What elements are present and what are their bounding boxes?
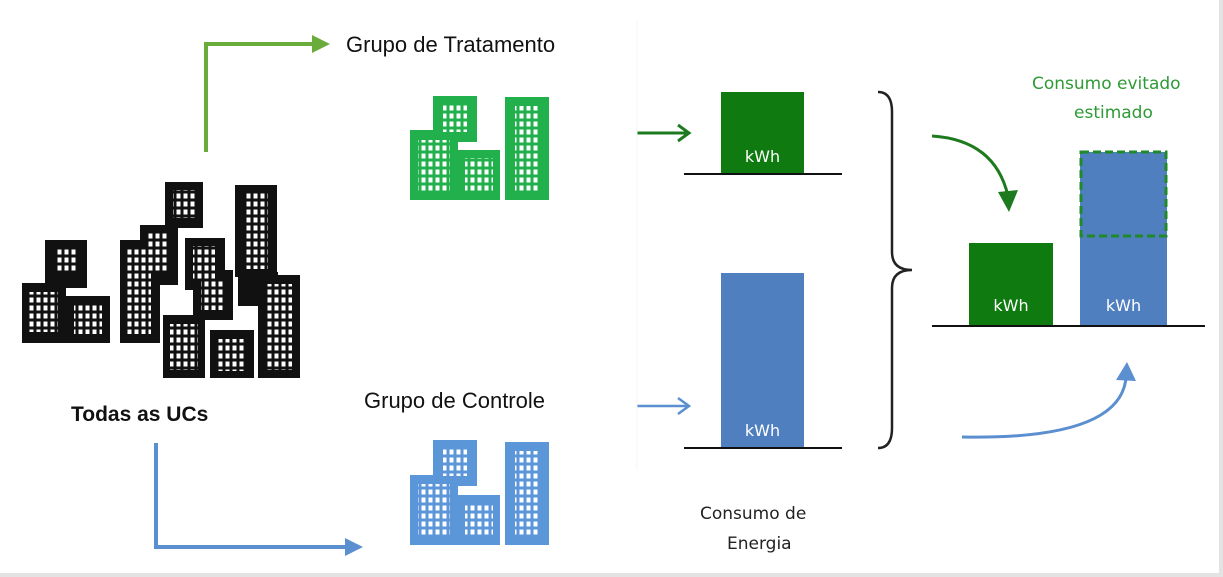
result-treatment-bar [969,243,1053,326]
treatment-bar-unit: kWh [744,147,781,166]
result-control-bar-unit: kWh [1105,296,1142,315]
building-cluster-windows [28,190,292,371]
curved-arrow-green [931,134,1010,197]
label-consumo-energia-line1: Consumo de [700,504,807,524]
arrow-to-control [154,443,345,549]
curved-arrow-blue [961,377,1128,439]
label-consumo-evitado-line2: estimado [1074,103,1153,123]
avoided-consumption-box [1079,150,1168,238]
curly-brace [877,90,913,450]
control-bar-unit: kWh [744,421,781,440]
arrow-green-small [637,123,692,143]
label-grupo-controle: Grupo de Controle [364,388,545,413]
label-consumo-energia-line2: Energia [727,534,792,554]
treatment-bar [721,92,804,173]
arrow-to-treatment [204,42,312,152]
control-bar [721,273,804,447]
label-consumo-evitado-line1: Consumo evitado [1032,74,1181,94]
arrow-blue-small [637,396,692,416]
result-control-bar [1080,152,1167,326]
result-treatment-bar-unit: kWh [993,296,1029,315]
label-todas-ucs: Todas as UCs [71,403,209,426]
label-grupo-tratamento: Grupo de Tratamento [346,32,556,57]
